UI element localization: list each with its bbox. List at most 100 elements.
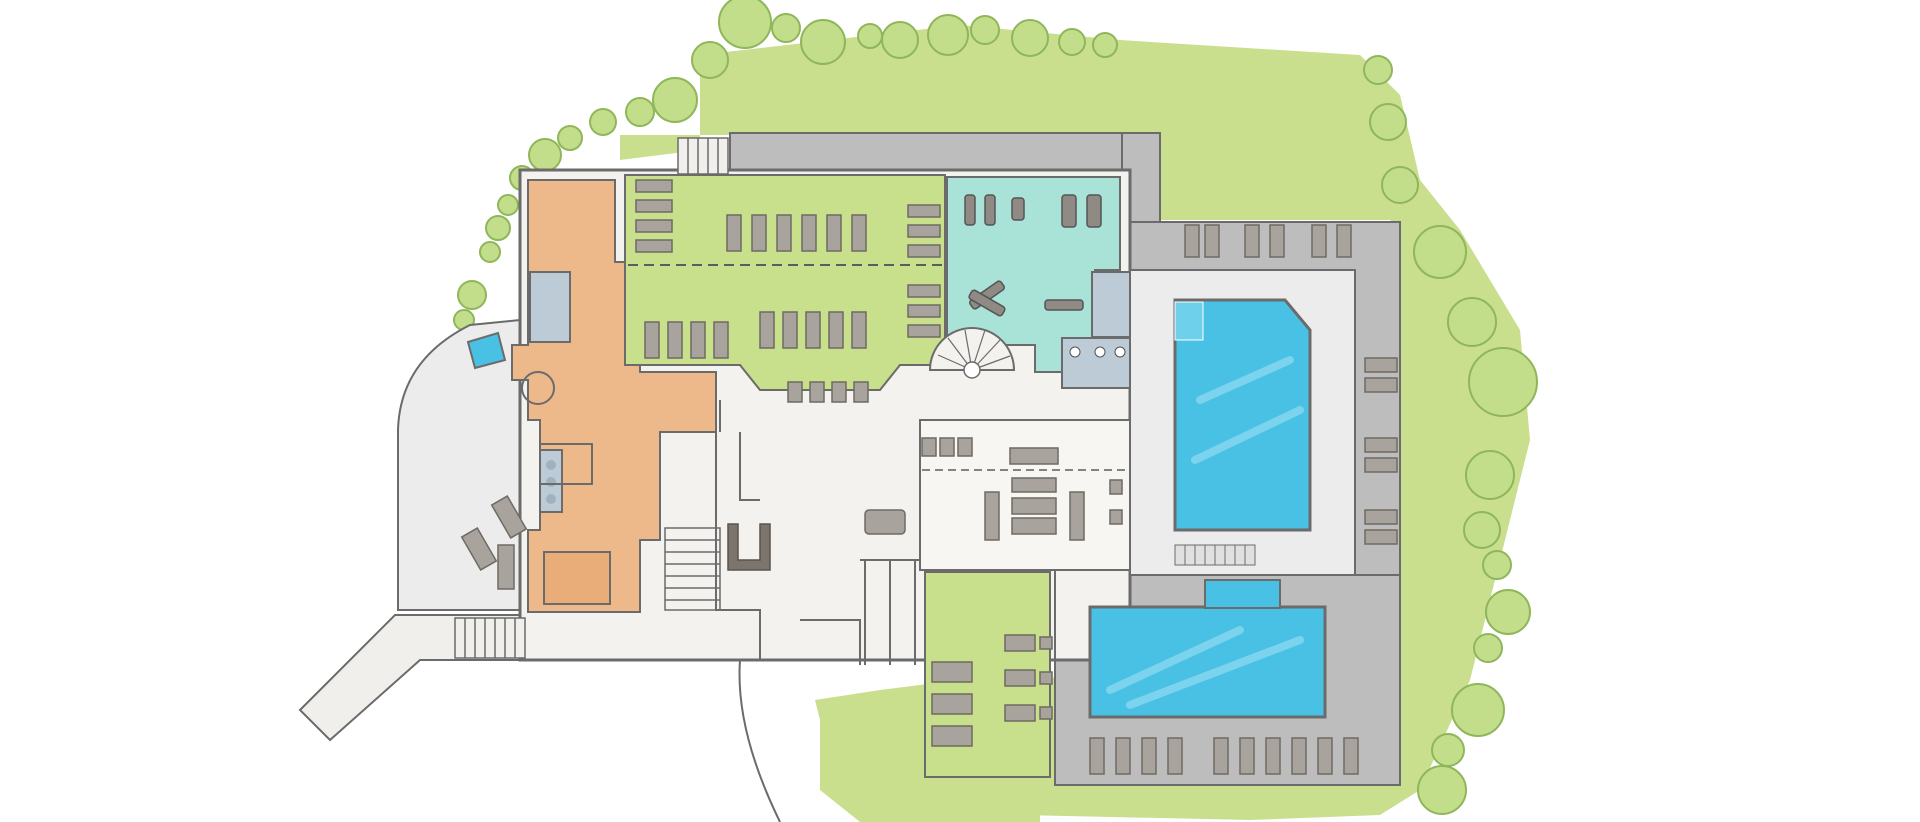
sun-lounger-icon [1184, 224, 1200, 258]
sun-lounger-icon [1213, 737, 1229, 775]
sun-lounger-icon [1204, 224, 1220, 258]
sofa-icon [939, 437, 955, 457]
toilet-icon [1069, 346, 1081, 358]
sun-lounger-icon [809, 381, 825, 403]
tree-icon [970, 15, 1000, 45]
shower-icon [546, 494, 556, 504]
washroom-block [529, 271, 571, 343]
toilet-icon [1094, 346, 1106, 358]
sun-lounger-icon [907, 284, 941, 298]
tree-icon [691, 41, 729, 79]
sun-lounger-icon [644, 321, 660, 359]
sun-lounger-icon [907, 224, 941, 238]
toilet-icon [1114, 346, 1126, 358]
shower-icon [546, 477, 556, 487]
coffee-table [864, 509, 906, 535]
sun-lounger-icon [759, 311, 775, 349]
sofa-icon [490, 495, 528, 539]
tree-icon [1485, 589, 1531, 635]
tree-icon [1482, 550, 1512, 580]
pool-steps [1174, 301, 1204, 341]
pool-deck-loungers [1089, 224, 1398, 775]
tree-icon [1417, 765, 1467, 815]
tree-icon [497, 194, 519, 216]
tree-icon [1463, 511, 1501, 549]
sun-lounger-icon [931, 661, 973, 683]
sun-lounger-icon [635, 219, 673, 233]
north-steps [677, 137, 729, 175]
sun-lounger-icon [1317, 737, 1333, 775]
tree-icon [927, 14, 969, 56]
chair [1039, 706, 1053, 720]
tree-icon [485, 215, 511, 241]
reception-desk-icon [727, 523, 771, 571]
sun-lounger-icon [1364, 509, 1398, 525]
fitness-equipment [964, 194, 1102, 317]
sofa-icon [1109, 479, 1123, 495]
tree-icon [1092, 32, 1118, 58]
sun-lounger-icon [907, 244, 941, 258]
tree-icon [457, 280, 487, 310]
sun-lounger-icon [907, 204, 941, 218]
sun-lounger-icon [1336, 224, 1352, 258]
treadmill-icon [1061, 194, 1077, 228]
sun-lounger-icon [1167, 737, 1183, 775]
exercise-machine-icon [1011, 197, 1025, 221]
indoor-pool [1173, 298, 1312, 532]
sofa-icon [984, 491, 1000, 541]
spiral-staircase-icon [928, 327, 1016, 379]
pools [1088, 269, 1356, 719]
entrance-path [738, 659, 781, 822]
sun-lounger-icon [713, 321, 729, 359]
sofa-icon [1009, 447, 1059, 465]
sun-lounger-icon [1343, 737, 1359, 775]
tree-icon [800, 19, 846, 65]
sun-lounger-icon [931, 725, 973, 747]
sun-lounger-icon [667, 321, 683, 359]
sofa-icon [921, 437, 937, 457]
tree-icon [528, 138, 562, 172]
cabin [543, 551, 611, 605]
washroom-corridor [1091, 271, 1137, 338]
loungers-row-1 [635, 179, 941, 258]
tree-icon [881, 21, 919, 59]
sun-lounger-icon [635, 179, 673, 193]
sun-lounger-icon [1265, 737, 1281, 775]
sun-lounger-icon [782, 311, 798, 349]
pool-reflection [1191, 356, 1304, 464]
tree-icon [857, 23, 883, 49]
washroom [1061, 337, 1137, 389]
sun-lounger-icon [1364, 457, 1398, 473]
tree-icon [652, 77, 698, 123]
tree-icon [771, 13, 801, 43]
treadmill-icon [1086, 194, 1102, 228]
sun-lounger-icon [787, 381, 803, 403]
tree-icon [1011, 19, 1049, 57]
shower-icon [546, 460, 556, 470]
sun-lounger-icon [1291, 737, 1307, 775]
sun-lounger-icon [1239, 737, 1255, 775]
chair [1039, 671, 1053, 685]
sun-lounger-icon [1364, 437, 1398, 453]
sofa-icon [1011, 497, 1057, 515]
sofa-icon [1109, 509, 1123, 525]
sofa-icon [1011, 477, 1057, 493]
sun-lounger-icon [1364, 377, 1398, 393]
sun-lounger-icon [831, 381, 847, 403]
sun-lounger-icon [1269, 224, 1285, 258]
sofa-icon [957, 437, 973, 457]
exercise-machine-icon [1044, 299, 1084, 311]
changing-rooms [466, 179, 717, 613]
tree-icon [1447, 297, 1497, 347]
lobby [454, 137, 1128, 659]
exercise-machine-icon [964, 194, 976, 226]
sun-lounger-icon [690, 321, 706, 359]
tree-icon [557, 125, 583, 151]
tree-icon [479, 241, 501, 263]
sun-lounger-icon [931, 693, 973, 715]
sofa-icon [1069, 491, 1085, 541]
interior-walls [715, 400, 1056, 785]
multi-gym-icon [968, 280, 1006, 317]
sun-lounger-icon [751, 214, 767, 252]
sun-lounger-icon [801, 214, 817, 252]
